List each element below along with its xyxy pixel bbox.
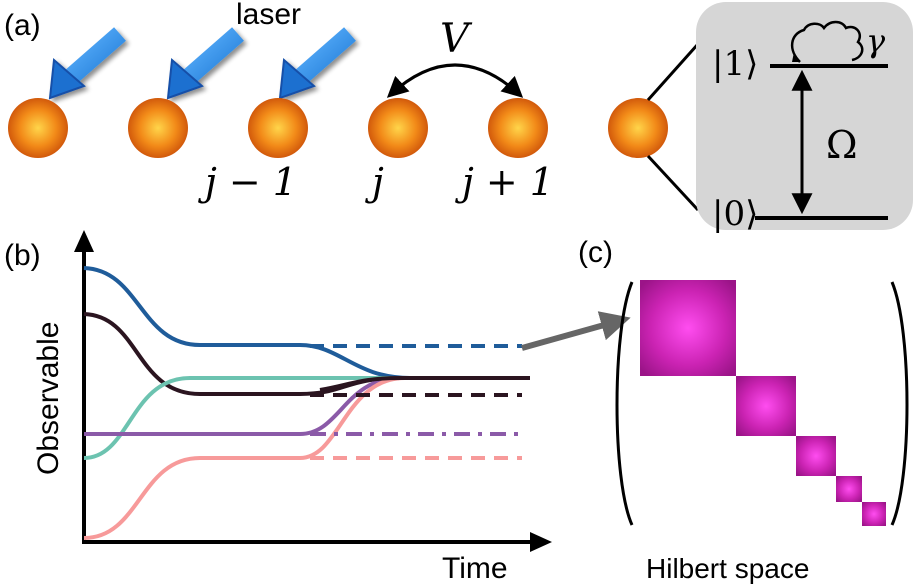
hilbert-block-3 bbox=[796, 436, 836, 476]
matrix-bracket-right bbox=[890, 281, 909, 526]
atom-3 bbox=[248, 98, 308, 158]
atom-4 bbox=[368, 98, 428, 158]
hilbert-block-5 bbox=[862, 502, 886, 526]
curve-purple bbox=[84, 376, 530, 436]
atom-5 bbox=[488, 98, 548, 158]
panel-a: (a) laser V j − 1 j j + 1 bbox=[4, 0, 913, 234]
site-label-j: j bbox=[365, 160, 384, 204]
x-axis-label: Time bbox=[442, 552, 508, 585]
panel-label-c: (c) bbox=[578, 236, 613, 269]
panel-b: (b) Time Observable bbox=[4, 230, 631, 585]
curve-dark-tail bbox=[319, 376, 530, 392]
hilbert-block-1 bbox=[640, 280, 736, 376]
decay-arrowhead bbox=[792, 52, 800, 62]
lower-level-label: |0⟩ bbox=[712, 194, 758, 234]
pointer-arrow bbox=[521, 311, 631, 351]
hilbert-space-label: Hilbert space bbox=[646, 553, 809, 584]
curve-teal bbox=[83, 375, 530, 460]
panel-c: (c) Hilbert space bbox=[578, 236, 909, 584]
zoom-line-top bbox=[646, 43, 700, 101]
laser-beam-3 bbox=[278, 27, 356, 100]
coupling-label: V bbox=[440, 16, 473, 62]
x-axis-arrowhead bbox=[530, 532, 552, 552]
curve-pink bbox=[83, 376, 530, 540]
panel-label-b: (b) bbox=[4, 239, 41, 272]
interaction-arrow bbox=[386, 63, 524, 98]
site-label-j-plus-1: j + 1 bbox=[455, 160, 554, 204]
hilbert-block-2 bbox=[736, 376, 796, 436]
upper-level-label: |1⟩ bbox=[712, 44, 758, 84]
rabi-label: Ω bbox=[826, 123, 858, 167]
atom-2 bbox=[128, 98, 188, 158]
site-label-j-minus-1: j − 1 bbox=[198, 160, 297, 204]
y-axis-arrowhead bbox=[74, 230, 94, 252]
zoom-line-bottom bbox=[646, 154, 700, 212]
decay-wave bbox=[791, 20, 864, 63]
decay-label: γ bbox=[866, 22, 886, 60]
curve-dark bbox=[83, 312, 530, 396]
atom-6 bbox=[608, 98, 668, 158]
curve-blue bbox=[83, 266, 530, 380]
panel-label-a: (a) bbox=[4, 9, 41, 42]
laser-beam-1 bbox=[48, 27, 126, 100]
laser-beam-2 bbox=[166, 27, 244, 100]
atom-1 bbox=[8, 98, 68, 158]
matrix-bracket-left bbox=[615, 281, 634, 526]
laser-label: laser bbox=[236, 0, 301, 31]
hilbert-block-4 bbox=[836, 476, 862, 502]
y-axis-label: Observable bbox=[32, 322, 65, 475]
